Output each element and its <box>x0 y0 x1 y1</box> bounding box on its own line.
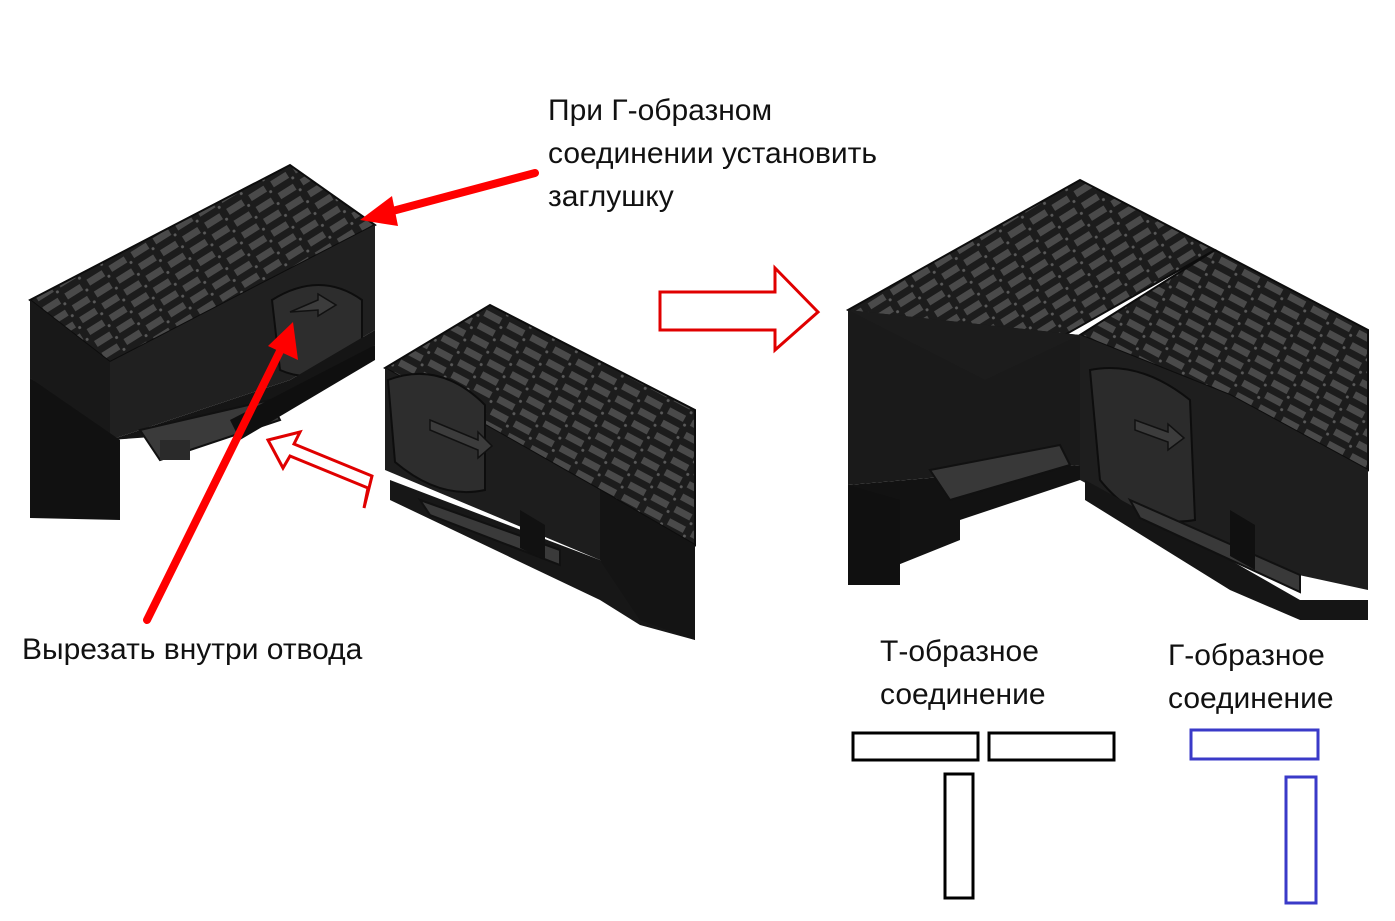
process-arrow-icon <box>658 264 821 354</box>
branch-channel-illustration <box>383 303 696 640</box>
t-joint-schema <box>851 731 1116 900</box>
plug-annotation-arrow <box>360 169 539 226</box>
l-schema-bar <box>1189 728 1320 761</box>
assembled-joint-illustration <box>845 178 1369 620</box>
insert-arrow-icon <box>265 429 374 509</box>
cut-annotation-arrow <box>143 322 298 624</box>
t-schema-right-bar <box>987 731 1116 762</box>
l-joint-schema <box>1189 728 1320 905</box>
l-schema-stem <box>1284 775 1318 905</box>
plug-annotation-label: При Г-образном соединении установить заг… <box>548 94 878 213</box>
t-schema-left-bar <box>851 731 980 762</box>
assembled-branch-base <box>1085 480 1368 620</box>
left-channel-flow-emblem <box>289 292 338 318</box>
branch-channel-grate <box>383 303 696 547</box>
t-schema-stem <box>943 772 975 900</box>
l-joint-legend-label: Г-образное соединение <box>1168 639 1334 715</box>
t-joint-legend-label: Т-образное соединение <box>880 635 1046 711</box>
cut-annotation-label: Вырезать внутри отвода <box>22 633 363 666</box>
left-channel-body <box>30 300 110 440</box>
